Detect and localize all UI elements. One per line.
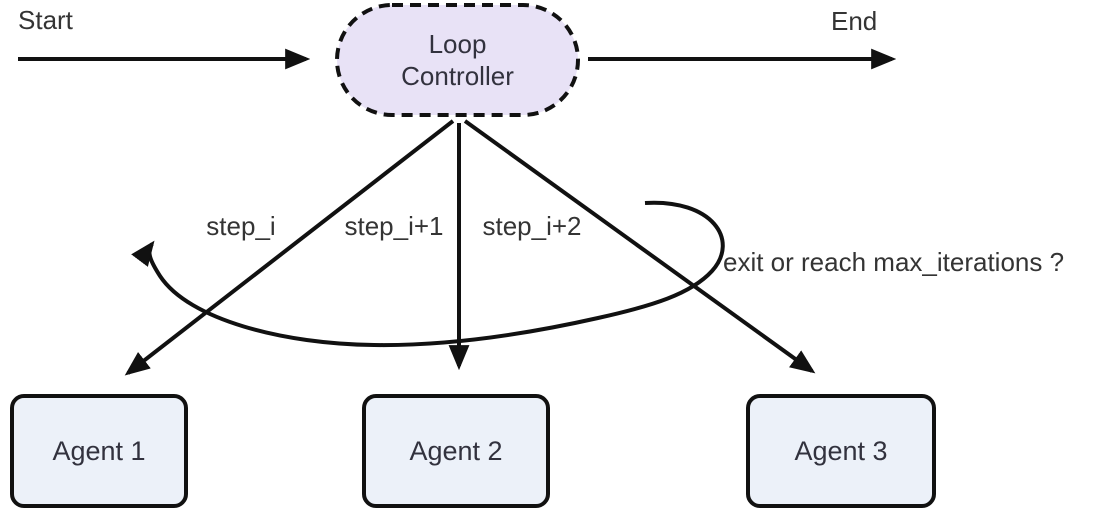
edge-controller-to-agent1	[124, 119, 455, 376]
edge-controller-to-agent3	[463, 119, 816, 374]
edge-label-step-i-plus-1: step_i+1	[344, 211, 444, 241]
node-agent-2: Agent 2	[362, 394, 550, 508]
edge-label-step-i: step_i	[206, 211, 276, 241]
agent-3-label: Agent 3	[794, 435, 888, 466]
node-agent-1: Agent 1	[10, 394, 188, 508]
end-label: End	[831, 6, 878, 36]
agent-2-label: Agent 2	[409, 435, 503, 466]
node-loop-controller	[335, 3, 580, 117]
agent-1-label: Agent 1	[52, 435, 146, 466]
loop-iteration-arc	[131, 200, 725, 348]
start-label: Start	[18, 5, 73, 35]
edge-label-step-i-plus-2: step_i+2	[482, 211, 582, 241]
exit-condition-label: exit or reach max_iterations ?	[723, 247, 1065, 277]
node-agent-3: Agent 3	[746, 394, 936, 508]
